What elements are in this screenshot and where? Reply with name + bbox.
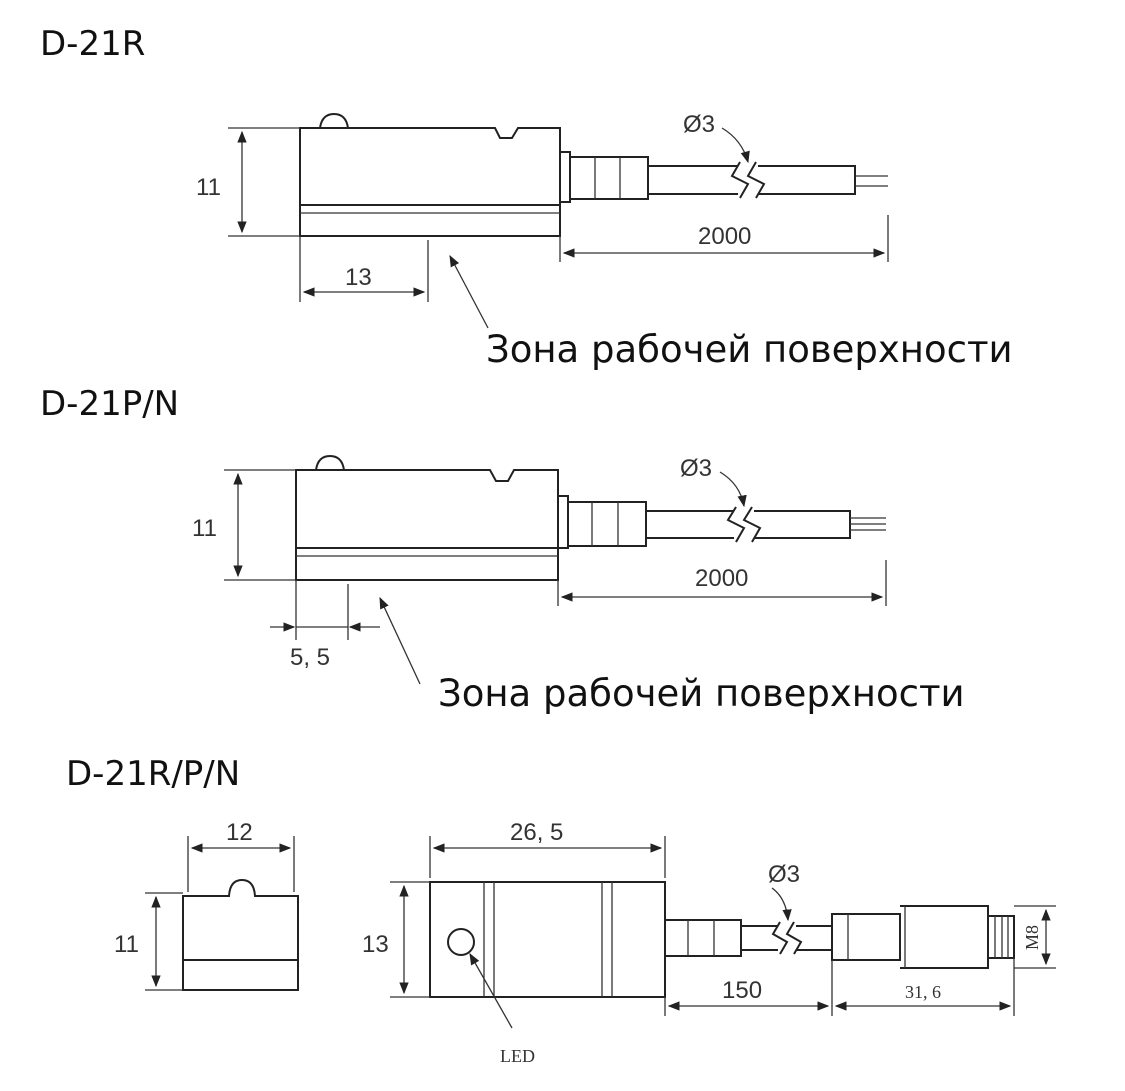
cable-gland-flange <box>559 151 571 203</box>
body-height-label: 13 <box>362 931 389 958</box>
drawing-d21r: Ø3 11 13 2000 <box>196 111 889 329</box>
cable-diameter-label: Ø3 <box>680 455 712 482</box>
top-view-body <box>429 881 666 998</box>
cable-gland <box>664 919 742 957</box>
thread-label: M8 <box>1022 925 1042 950</box>
section-title-d21rpn: D-21R/P/N <box>66 754 241 794</box>
end-height-label: 11 <box>114 931 139 958</box>
connector-thread <box>987 915 1015 959</box>
zone-leader <box>449 254 489 329</box>
zone-label-d21pn: Зона рабочей поверхности <box>438 672 965 715</box>
width-label: 5, 5 <box>290 644 330 671</box>
length-label: 26, 5 <box>510 819 563 846</box>
cable-length-label: 150 <box>722 977 762 1004</box>
connector-body <box>900 905 989 969</box>
led-label: LED <box>500 1046 535 1066</box>
cable-diameter-label: Ø3 <box>768 861 800 888</box>
diameter-leader <box>771 887 792 922</box>
drawing-d21rpn-end-view: 12 11 <box>114 819 299 991</box>
end-view-base <box>182 959 299 991</box>
cable-break-mark <box>726 506 762 543</box>
diameter-leader <box>721 127 750 164</box>
connector-length-label: 31, 6 <box>905 982 941 1002</box>
cable-diameter-label: Ø3 <box>683 111 715 138</box>
cable <box>741 925 832 951</box>
zone-leader <box>379 596 421 685</box>
cable <box>648 165 856 195</box>
cable-length-label: 2000 <box>698 223 751 250</box>
sensor-body <box>299 127 561 237</box>
end-view-body <box>182 878 299 961</box>
cable-gland <box>567 501 647 547</box>
section-title-d21r: D-21R <box>40 24 146 64</box>
sensor-body <box>295 469 559 581</box>
led-leader <box>469 952 513 1029</box>
led-bump <box>315 454 345 471</box>
connector-collar <box>831 913 901 961</box>
cable-gland-flange <box>557 495 569 549</box>
cable-length-label: 2000 <box>695 565 748 592</box>
drawing-d21rpn-top-view: Ø3 M8 26, 5 13 <box>362 819 1056 1066</box>
diameter-leader <box>719 471 747 508</box>
zone-label-d21r: Зона рабочей поверхности <box>486 328 1013 371</box>
led-indicator <box>447 928 475 956</box>
drawing-d21pn: Ø3 11 5, 5 2000 <box>192 454 887 685</box>
width-label: 13 <box>345 264 372 291</box>
section-title-d21pn: D-21P/N <box>40 384 180 424</box>
led-bump <box>319 112 349 129</box>
end-width-label: 12 <box>226 819 253 846</box>
cable-gland <box>569 156 649 200</box>
cable-break-mark <box>730 161 766 199</box>
cable-break-mark <box>771 921 803 955</box>
height-label: 11 <box>196 174 221 201</box>
height-label: 11 <box>192 515 217 542</box>
